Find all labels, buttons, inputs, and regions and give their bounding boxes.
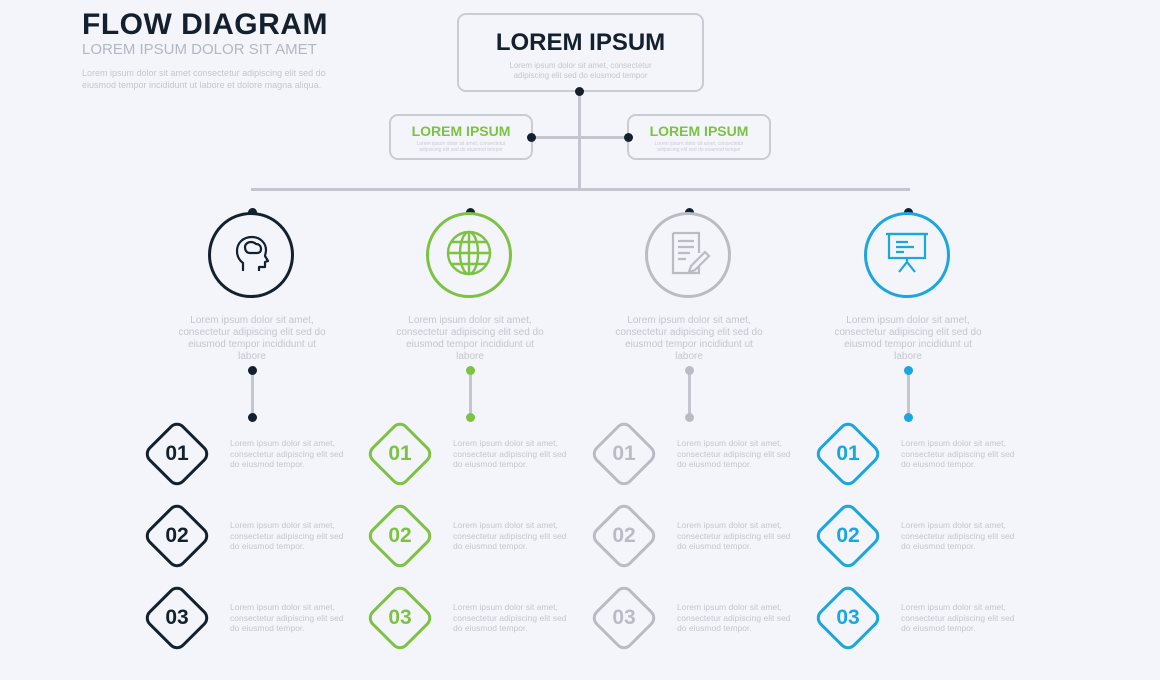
step-text: Lorem ipsum dolor sit amet, consectetur …	[901, 520, 1015, 551]
column-icon-circle	[645, 212, 731, 298]
step-text: Lorem ipsum dolor sit amet, consectetur …	[230, 438, 344, 469]
node-dot	[248, 413, 257, 422]
column-description: Lorem ipsum dolor sit amet, consectetur …	[834, 315, 982, 362]
node-dot	[248, 366, 257, 375]
diagram-title: FLOW DIAGRAM	[82, 8, 328, 41]
step-number: 01	[165, 442, 189, 465]
node-dot	[466, 413, 475, 422]
side-box-heading: LOREM IPSUM	[411, 123, 511, 139]
step-number: 02	[388, 524, 412, 547]
connector-side	[532, 136, 628, 139]
step-number: 03	[612, 606, 636, 629]
step-text: Lorem ipsum dolor sit amet, consectetur …	[677, 438, 791, 469]
top-box-heading: LOREM IPSUM	[495, 29, 666, 56]
step-number: 01	[612, 442, 636, 465]
step-text: Lorem ipsum dolor sit amet, consectetur …	[230, 602, 344, 633]
step-number: 02	[612, 524, 636, 547]
step-number: 01	[388, 442, 412, 465]
node-dot	[466, 366, 475, 375]
side-box-text: Lorem ipsum dolor sit amet, consectetur …	[416, 141, 506, 153]
step-number: 01	[836, 442, 860, 465]
top-box-text: Lorem ipsum dolor sit amet, consectetur …	[509, 61, 652, 80]
node-dot	[624, 133, 633, 142]
column-icon-circle	[426, 212, 512, 298]
column-connector	[688, 372, 691, 416]
column-connector	[251, 372, 254, 416]
intro-text: Lorem ipsum dolor sit amet consectetur a…	[82, 68, 326, 90]
column-description: Lorem ipsum dolor sit amet, consectetur …	[396, 315, 544, 362]
column-icon-circle	[864, 212, 950, 298]
step-text: Lorem ipsum dolor sit amet, consectetur …	[677, 602, 791, 633]
side-box-text: Lorem ipsum dolor sit amet, consectetur …	[654, 141, 744, 153]
node-dot	[527, 133, 536, 142]
presentation-board-icon	[882, 228, 932, 283]
step-text: Lorem ipsum dolor sit amet, consectetur …	[453, 602, 567, 633]
step-text: Lorem ipsum dolor sit amet, consectetur …	[230, 520, 344, 551]
step-number: 03	[165, 606, 189, 629]
side-box-heading: LOREM IPSUM	[649, 123, 749, 139]
diagram-subtitle: LOREM IPSUM DOLOR SIT AMET	[82, 41, 317, 58]
step-number: 03	[836, 606, 860, 629]
document-pencil-icon	[663, 228, 713, 283]
step-text: Lorem ipsum dolor sit amet, consectetur …	[901, 602, 1015, 633]
side-box-left: LOREM IPSUM Lorem ipsum dolor sit amet, …	[389, 114, 533, 160]
column-icon-circle	[208, 212, 294, 298]
step-text: Lorem ipsum dolor sit amet, consectetur …	[677, 520, 791, 551]
step-text: Lorem ipsum dolor sit amet, consectetur …	[901, 438, 1015, 469]
step-number: 03	[388, 606, 412, 629]
step-text: Lorem ipsum dolor sit amet, consectetur …	[453, 520, 567, 551]
step-text: Lorem ipsum dolor sit amet, consectetur …	[453, 438, 567, 469]
globe-icon	[444, 228, 494, 283]
node-dot	[685, 366, 694, 375]
step-number: 02	[165, 524, 189, 547]
head-brain-icon	[227, 229, 275, 282]
top-box: LOREM IPSUM Lorem ipsum dolor sit amet, …	[457, 13, 704, 92]
node-dot	[904, 413, 913, 422]
side-box-right: LOREM IPSUM Lorem ipsum dolor sit amet, …	[627, 114, 771, 160]
step-number: 02	[836, 524, 860, 547]
column-description: Lorem ipsum dolor sit amet, consectetur …	[178, 315, 326, 362]
node-dot	[685, 413, 694, 422]
column-connector	[469, 372, 472, 416]
node-dot	[575, 87, 584, 96]
connector-trunk	[578, 91, 581, 190]
column-connector	[907, 372, 910, 416]
column-description: Lorem ipsum dolor sit amet, consectetur …	[615, 315, 763, 362]
connector-horizontal	[251, 188, 910, 191]
node-dot	[904, 366, 913, 375]
